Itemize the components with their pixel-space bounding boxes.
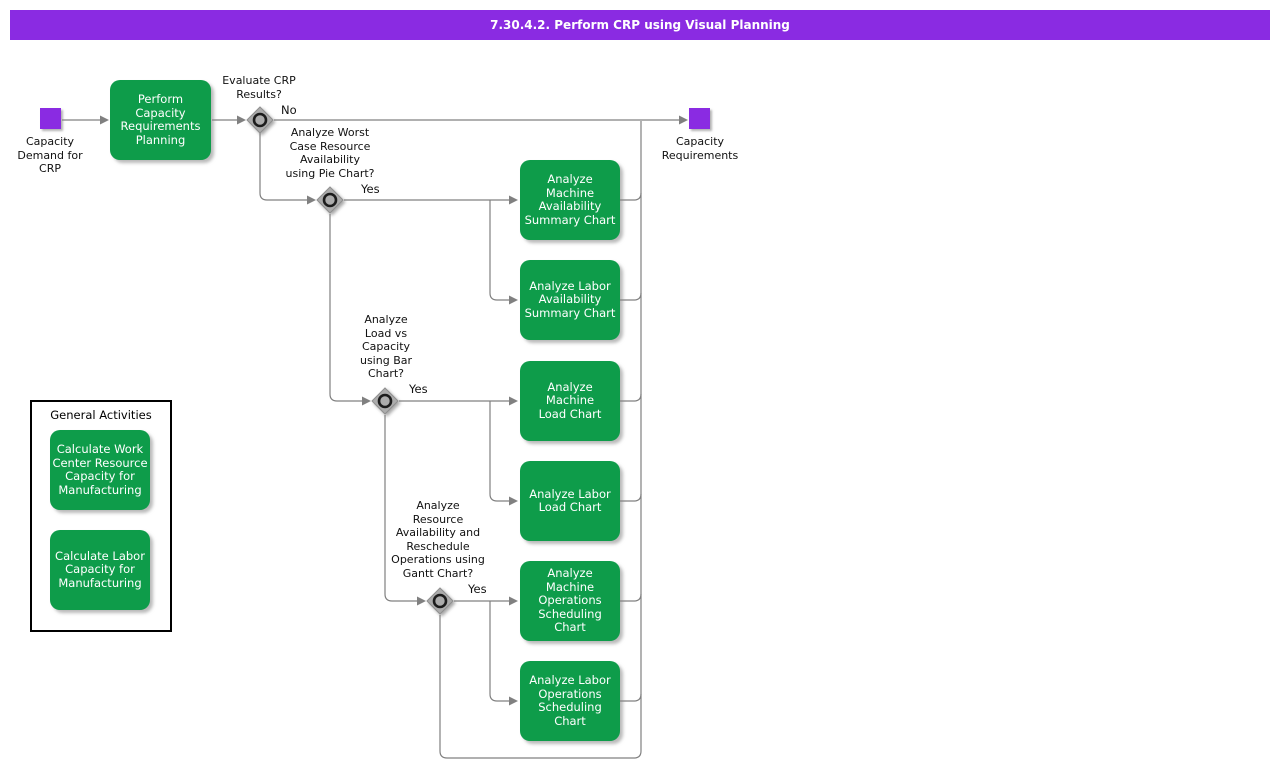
diamond-ring-icon	[432, 593, 448, 609]
start-node-label: Capacity Demand for CRP	[17, 135, 83, 175]
connector-line	[620, 593, 642, 602]
activity-calculate-labor-capacity[interactable]: Calculate Labor Capacity for Manufacturi…	[50, 530, 150, 610]
connector-line	[259, 133, 307, 201]
branch-label-yes-3: Yes	[468, 582, 487, 596]
branch-label-yes-1: Yes	[361, 182, 380, 196]
connector-line	[620, 393, 642, 402]
connector-line	[620, 292, 642, 301]
arrowhead	[237, 115, 246, 125]
decision-gantt-chart-diamond	[426, 587, 454, 615]
branch-label-yes-2: Yes	[409, 382, 428, 396]
connector-line	[620, 493, 642, 502]
decision-bar-chart-question: Analyze Load vs Capacity using Bar Chart…	[359, 313, 413, 380]
diamond-ring-icon	[252, 112, 268, 128]
decision-bar-chart-diamond	[371, 387, 399, 415]
decision-gantt-chart-question: Analyze Resource Availability and Resche…	[391, 499, 485, 580]
arrowhead	[509, 396, 518, 406]
activity-machine-load-chart[interactable]: Analyze Machine Load Chart	[520, 361, 620, 441]
diamond-shape	[371, 387, 399, 415]
arrowhead	[307, 195, 316, 205]
end-node	[689, 108, 710, 129]
diamond-ring-icon	[322, 192, 338, 208]
title-bar: 7.30.4.2. Perform CRP using Visual Plann…	[10, 10, 1270, 40]
start-node	[40, 108, 61, 129]
connector-line	[489, 601, 509, 702]
end-node-label: Capacity Requirements	[661, 135, 739, 162]
decision-evaluate-crp-question: Evaluate CRP Results?	[222, 74, 296, 101]
arrowhead	[679, 115, 688, 125]
connector-line	[329, 214, 362, 402]
diamond-shape	[426, 587, 454, 615]
arrowhead	[362, 396, 371, 406]
diamond-ring-icon	[377, 393, 393, 409]
activity-labor-availability-summary-chart[interactable]: Analyze Labor Availability Summary Chart	[520, 260, 620, 340]
connector-line	[439, 121, 642, 759]
diamond-shape	[246, 106, 274, 134]
diamond-shape	[316, 186, 344, 214]
activity-calculate-work-center-resource-capacity[interactable]: Calculate Work Center Resource Capacity …	[50, 430, 150, 510]
arrowhead	[509, 496, 518, 506]
connector-line	[384, 415, 417, 602]
connector-line	[489, 401, 509, 502]
decision-pie-chart-diamond	[316, 186, 344, 214]
arrowhead	[509, 696, 518, 706]
activity-machine-operations-scheduling-chart[interactable]: Analyze Machine Operations Scheduling Ch…	[520, 561, 620, 641]
connector-line	[489, 200, 509, 301]
connector-line	[620, 693, 642, 702]
decision-pie-chart-question: Analyze Worst Case Resource Availability…	[285, 126, 375, 180]
arrowhead	[417, 596, 426, 606]
activity-machine-availability-summary-chart[interactable]: Analyze Machine Availability Summary Cha…	[520, 160, 620, 240]
activity-labor-load-chart[interactable]: Analyze Labor Load Chart	[520, 461, 620, 541]
arrowhead	[509, 295, 518, 305]
activity-labor-operations-scheduling-chart[interactable]: Analyze Labor Operations Scheduling Char…	[520, 661, 620, 741]
arrowhead	[509, 195, 518, 205]
arrowhead	[509, 596, 518, 606]
branch-label-no: No	[281, 103, 297, 117]
general-activities-title: General Activities	[50, 408, 152, 422]
decision-evaluate-crp-diamond	[246, 106, 274, 134]
activity-perform-crp[interactable]: Perform Capacity Requirements Planning	[110, 80, 211, 160]
connector-line	[620, 192, 642, 201]
arrowhead	[100, 115, 109, 125]
